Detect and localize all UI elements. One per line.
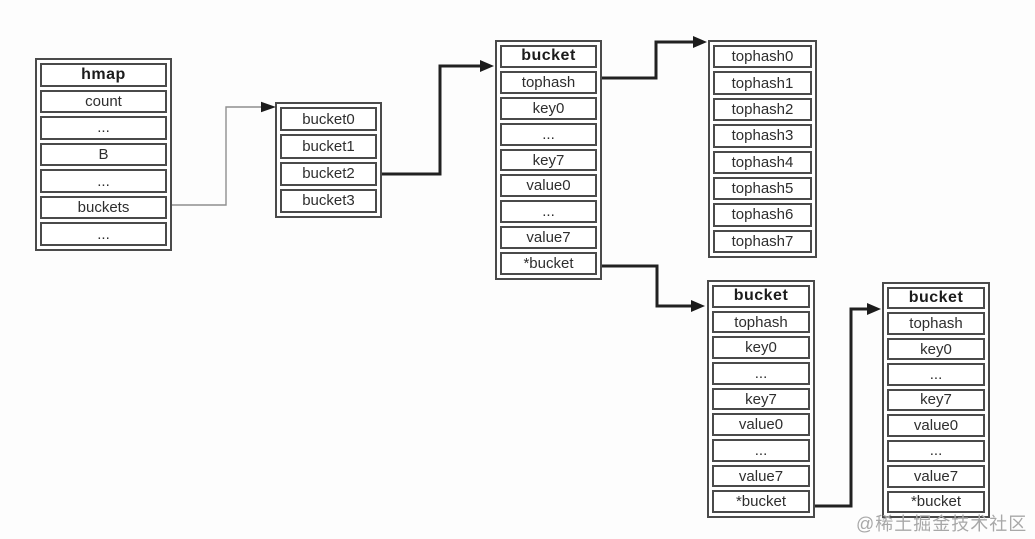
hmap-row-b: B [40, 142, 167, 167]
tophash-list-row: tophash5 [713, 176, 812, 201]
tophash-list-row: tophash0 [713, 45, 812, 69]
arrow-overflow-to-bucket1 [602, 264, 692, 308]
overflow-bucket2-row-value0: value0 [887, 414, 985, 437]
arrow-overflow1-to-bucket2 [815, 307, 868, 508]
overflow-bucket2-table: bucket tophash key0 ... key7 value0 ... … [882, 282, 990, 518]
overflow-bucket1-row-key0: key0 [712, 336, 810, 360]
overflow-bucket1-row-overflow: *bucket [712, 490, 810, 514]
overflow-bucket1-row-value7: value7 [712, 464, 810, 488]
hmap-row-ellipsis: ... [40, 169, 167, 193]
bucket-struct-row-value7: value7 [500, 226, 597, 250]
overflow-bucket2-row-tophash: tophash [887, 312, 985, 335]
overflow-bucket1-row-value0: value0 [712, 413, 810, 437]
arrowhead-tophash-to-tophash-list-icon [693, 36, 707, 48]
bucket-array-row-bucket1: bucket1 [280, 134, 377, 159]
hmap-row-count: count [40, 89, 167, 114]
overflow-bucket2-row-key0: key0 [887, 337, 985, 361]
tophash-list-row: tophash4 [713, 150, 812, 174]
overflow-bucket1-header: bucket [712, 285, 810, 308]
bucket-struct-row-ellipsis: ... [500, 200, 597, 224]
tophash-list-row: tophash6 [713, 203, 812, 227]
bucket-struct-header: bucket [500, 45, 597, 68]
bucket-array-row-bucket3: bucket3 [280, 188, 377, 213]
bucket-array-row-bucket0: bucket0 [280, 107, 377, 132]
hmap-table: hmap count ... B ... buckets ... [35, 58, 172, 251]
arrowhead-overflow1-to-bucket2-icon [867, 303, 881, 315]
arrow-tophash-to-tophash-list [602, 40, 694, 80]
bucket-struct-row-ellipsis: ... [500, 122, 597, 146]
overflow-bucket1-row-ellipsis: ... [712, 362, 810, 385]
bucket-struct-row-value0: value0 [500, 174, 597, 198]
overflow-bucket1-row-ellipsis: ... [712, 439, 810, 462]
overflow-bucket2-header: bucket [887, 287, 985, 310]
bucket-struct-row-overflow: *bucket [500, 252, 597, 276]
arrowhead-bucket2-to-bucket-struct-icon [480, 60, 494, 72]
tophash-list-row: tophash1 [713, 71, 812, 95]
overflow-bucket1-row-key7: key7 [712, 387, 810, 411]
overflow-bucket2-row-key7: key7 [887, 388, 985, 412]
overflow-bucket2-row-ellipsis: ... [887, 439, 985, 463]
hmap-row-ellipsis: ... [40, 222, 167, 247]
overflow-bucket2-row-ellipsis: ... [887, 363, 985, 386]
tophash-list-table: tophash0 tophash1 tophash2 tophash3 toph… [708, 40, 817, 258]
watermark: @稀土掘金技术社区 [856, 514, 1028, 534]
arrow-bucket2-to-bucket-struct [382, 64, 481, 176]
bucket-struct-row-tophash: tophash [500, 70, 597, 94]
bucket-struct-row-key0: key0 [500, 96, 597, 120]
overflow-bucket2-row-value7: value7 [887, 465, 985, 488]
overflow-bucket2-row-overflow: *bucket [887, 490, 985, 513]
bucket-struct-row-key7: key7 [500, 148, 597, 172]
tophash-list-row: tophash7 [713, 229, 812, 253]
tophash-list-row: tophash3 [713, 124, 812, 148]
bucket-struct-table: bucket tophash key0 ... key7 value0 ... … [495, 40, 602, 280]
bucket-array-table: bucket0 bucket1 bucket2 bucket3 [275, 102, 382, 218]
overflow-bucket1-table: bucket tophash key0 ... key7 value0 ... … [707, 280, 815, 518]
hmap-row-ellipsis: ... [40, 116, 167, 140]
tophash-list-row: tophash2 [713, 97, 812, 122]
arrow-buckets-to-bucket-array [172, 106, 262, 206]
arrowhead-overflow-to-bucket1-icon [691, 300, 705, 312]
hmap-row-buckets: buckets [40, 195, 167, 220]
bucket-array-row-bucket2: bucket2 [280, 161, 377, 186]
overflow-bucket1-row-tophash: tophash [712, 310, 810, 334]
hmap-header: hmap [40, 63, 167, 87]
arrowhead-buckets-to-bucket-array-icon [261, 101, 276, 113]
